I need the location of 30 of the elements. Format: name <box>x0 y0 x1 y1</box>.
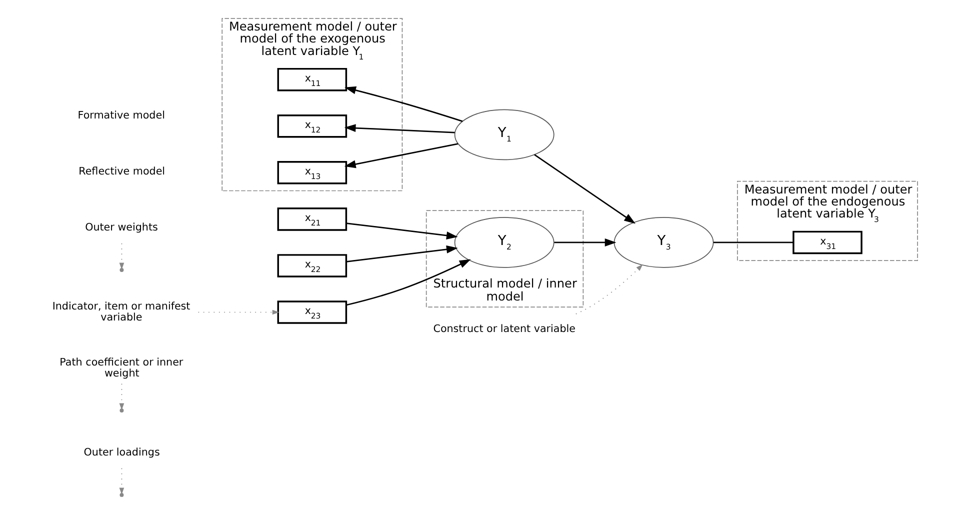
label: Reflective model <box>78 165 165 178</box>
arrow <box>344 86 462 122</box>
arrow <box>344 124 454 134</box>
node-box: x$_{21}$ <box>276 208 347 231</box>
arrow <box>346 259 470 306</box>
arrow <box>346 222 458 240</box>
arrow <box>197 310 279 315</box>
arrow <box>118 383 124 410</box>
node-box: x$_{22}$ <box>276 254 347 278</box>
arrow <box>118 242 124 270</box>
arrow <box>554 238 616 246</box>
arrow <box>534 154 635 224</box>
node-ellipse: Y$_{3}$ <box>613 217 714 268</box>
label: Formative model <box>77 109 164 122</box>
node-box: x$_{13}$ <box>276 161 347 184</box>
node-text: Outer weights <box>84 221 158 234</box>
arrow <box>346 245 458 262</box>
node-text: Outer loadings <box>83 446 160 458</box>
node-box: x$_{12}$ <box>276 114 347 138</box>
node-box: x$_{11}$ <box>276 68 347 92</box>
arrow <box>118 468 124 495</box>
connector <box>712 242 793 244</box>
arrow <box>574 264 642 314</box>
node-box: x$_{31}$ <box>792 230 862 254</box>
arrow <box>344 143 458 168</box>
node-box: x$_{23}$ <box>276 300 347 324</box>
node-text: Indicator, item or manifest variable <box>52 300 190 324</box>
node-text: Path coefficient or inner weight <box>59 356 183 380</box>
node-text: Construct or latent variable <box>432 323 576 336</box>
node-ellipse: Y$_{1}$ <box>454 109 554 160</box>
